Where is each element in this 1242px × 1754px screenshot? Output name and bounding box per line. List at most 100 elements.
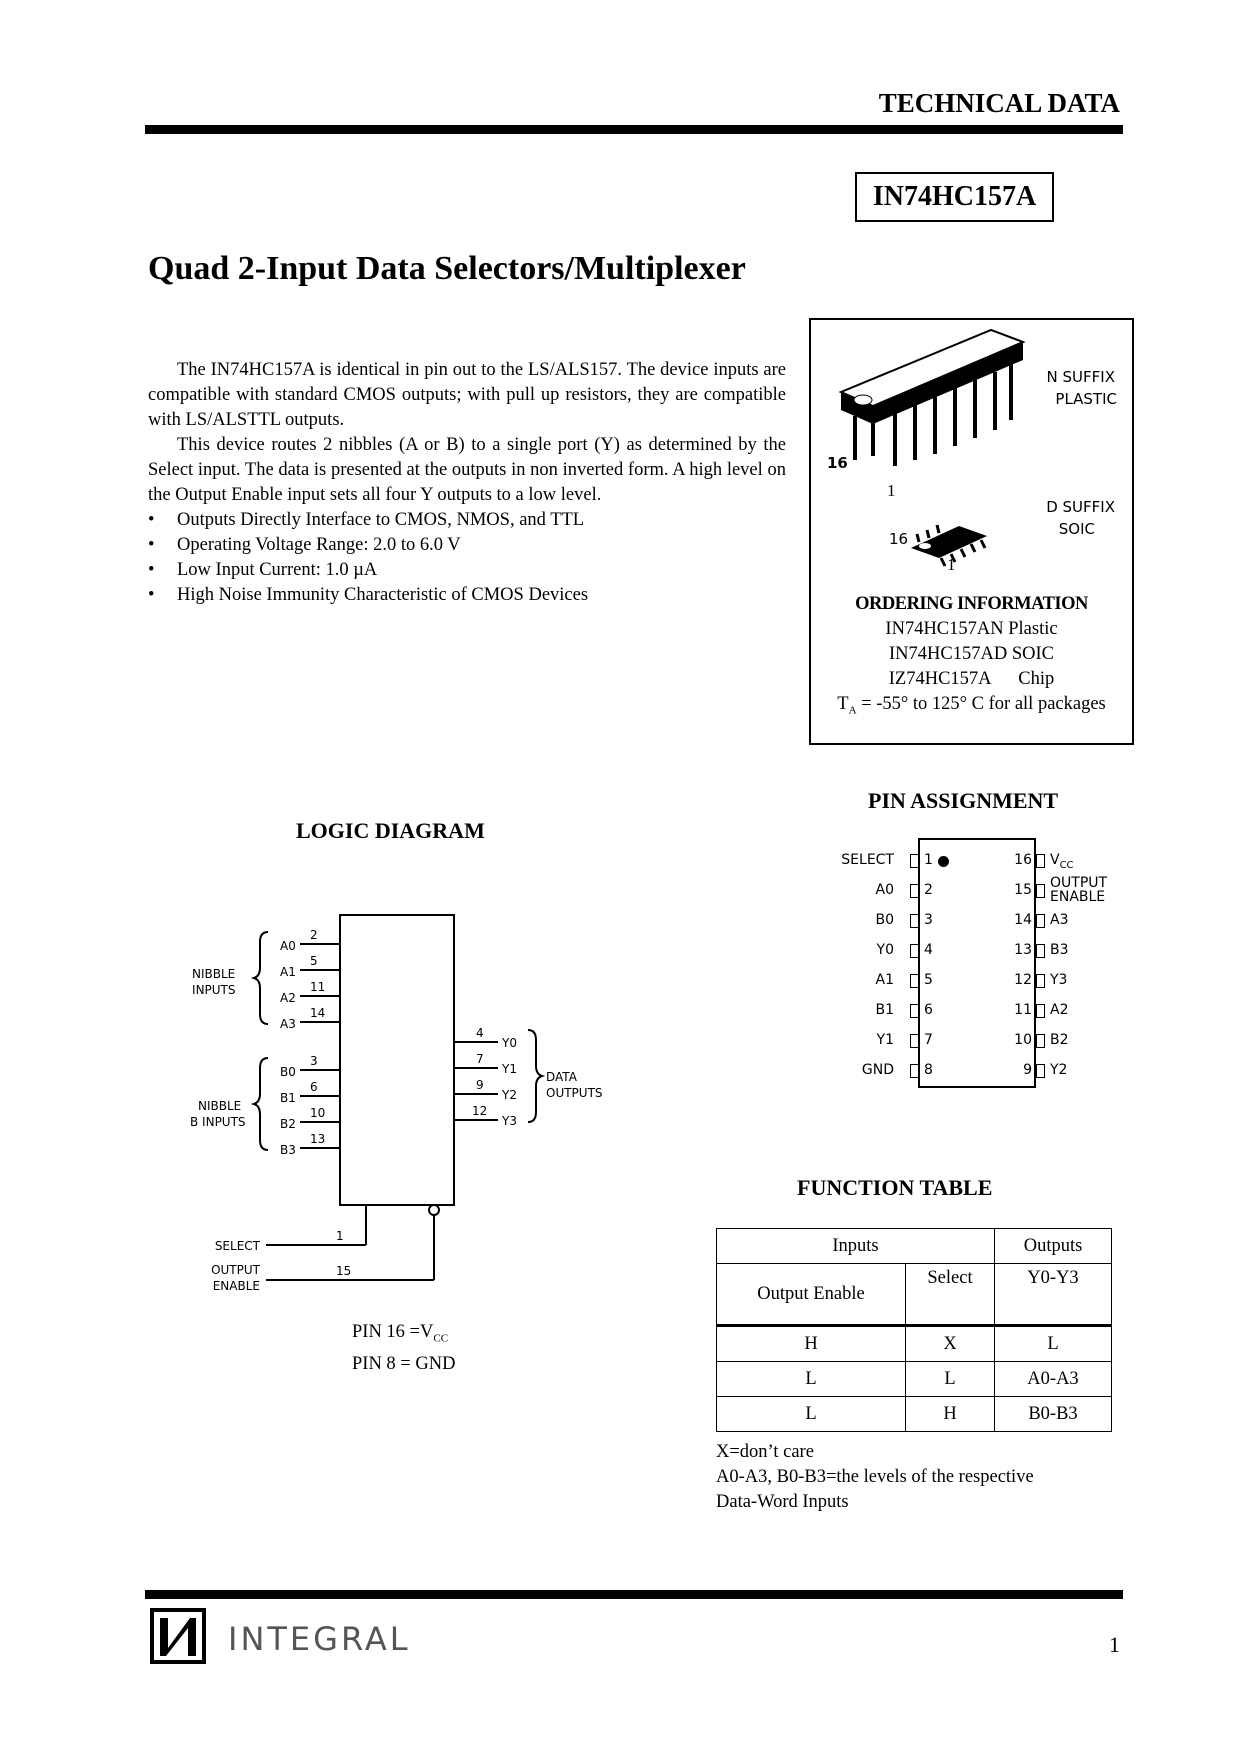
nibble-b-label: NIBBLE bbox=[198, 1099, 241, 1113]
input-b0-label: B0 bbox=[280, 1065, 296, 1079]
soic-pin16-label: 16 bbox=[889, 530, 908, 548]
feature-item: Low Input Current: 1.0 µA bbox=[148, 558, 786, 583]
dip-package-icon bbox=[838, 328, 1026, 466]
brand-name: INTEGRAL bbox=[228, 1620, 411, 1658]
logic-diagram: A0 A1 A2 A3 2 5 11 14 B0 B1 B2 B3 3 6 10… bbox=[190, 914, 603, 1293]
pin-name-left: Y1 bbox=[876, 1032, 894, 1048]
pin-icon bbox=[910, 1064, 919, 1078]
pin-number: 7 bbox=[924, 1032, 933, 1048]
pin1-dot-icon bbox=[938, 856, 949, 867]
pin-number: 4 bbox=[476, 1026, 484, 1040]
function-table: Inputs Outputs Output Enable Select Y0-Y… bbox=[716, 1228, 1112, 1432]
ordering-line: IN74HC157AN Plastic bbox=[885, 619, 1058, 639]
pin-number: 1 bbox=[924, 852, 933, 868]
ordering-heading: ORDERING INFORMATION bbox=[855, 594, 1088, 614]
pin-name-right: Y2 bbox=[1050, 1062, 1068, 1078]
input-b2-label: B2 bbox=[280, 1117, 296, 1131]
page-number: 1 bbox=[1109, 1632, 1120, 1657]
ordering-line: IN74HC157AD SOIC bbox=[889, 644, 1054, 664]
pin-icon bbox=[910, 914, 919, 928]
pin-name-right: VCC bbox=[1050, 852, 1074, 871]
feature-item: Outputs Directly Interface to CMOS, NMOS… bbox=[148, 508, 786, 533]
pin-name-right: B2 bbox=[1050, 1032, 1069, 1048]
table-cell: L bbox=[994, 1325, 1112, 1362]
pin-number: 10 bbox=[1014, 1032, 1032, 1048]
output-enable-column-header: Output Enable bbox=[716, 1263, 906, 1327]
pin-number: 11 bbox=[310, 980, 325, 994]
table-note: Data-Word Inputs bbox=[716, 1492, 849, 1512]
table-row: L L A0-A3 bbox=[716, 1361, 1112, 1397]
table-cell: L bbox=[716, 1396, 906, 1432]
select-column-header: Select bbox=[905, 1263, 995, 1327]
pin-icon bbox=[910, 1034, 919, 1048]
output-y0-label: Y0 bbox=[501, 1036, 517, 1050]
pin-icon bbox=[1036, 974, 1045, 988]
pin-number: 12 bbox=[1014, 972, 1032, 988]
pin-icon bbox=[910, 1004, 919, 1018]
ordering-temperature: TA = -55° to 125° C for all packages bbox=[809, 692, 1134, 724]
header-rule bbox=[145, 125, 1123, 134]
pin-number: 13 bbox=[1014, 942, 1032, 958]
temp-range: = -55° to 125° C for all packages bbox=[856, 694, 1106, 714]
vcc-pin-note: PIN 16 =VCC bbox=[352, 1322, 449, 1345]
pin-number: 3 bbox=[924, 912, 933, 928]
pin-name-left: Y0 bbox=[876, 942, 894, 958]
input-b3-label: B3 bbox=[280, 1143, 296, 1157]
n-suffix-label: N SUFFIX bbox=[1047, 368, 1115, 386]
pin-icon bbox=[1036, 884, 1045, 898]
pin-number: 13 bbox=[310, 1132, 325, 1146]
pin-icon bbox=[1036, 1004, 1045, 1018]
n-type-label: PLASTIC bbox=[1055, 390, 1117, 408]
ordering-information: ORDERING INFORMATION IN74HC157AN Plastic… bbox=[809, 592, 1134, 724]
table-note: A0-A3, B0-B3=the levels of the respectiv… bbox=[716, 1467, 1034, 1487]
outputs-header: Outputs bbox=[994, 1228, 1112, 1264]
inputs-header: Inputs bbox=[716, 1228, 995, 1264]
nibble-a-label: NIBBLE bbox=[192, 967, 235, 981]
temp-subscript: A bbox=[848, 704, 857, 717]
pin-name-right: B3 bbox=[1050, 942, 1069, 958]
pin-number: 12 bbox=[472, 1104, 487, 1118]
package-illustration: 16 1 N SUFFIX PLASTIC 16 1 D SUFFIX SOIC bbox=[827, 328, 1117, 574]
table-cell: L bbox=[905, 1361, 995, 1397]
feature-item: High Noise Immunity Characteristic of CM… bbox=[148, 583, 786, 608]
pin-name-left: B0 bbox=[875, 912, 894, 928]
input-b1-label: B1 bbox=[280, 1091, 296, 1105]
pin-number: 8 bbox=[924, 1062, 933, 1078]
function-table-heading: FUNCTION TABLE bbox=[797, 1175, 993, 1200]
input-a2-label: A2 bbox=[280, 991, 296, 1005]
pin-icon bbox=[1036, 914, 1045, 928]
pin-number: 16 bbox=[1014, 852, 1032, 868]
pin-number: 6 bbox=[310, 1080, 318, 1094]
pin-icon bbox=[910, 854, 919, 868]
pin-number: 1 bbox=[336, 1229, 344, 1243]
function-table-notes: X=don’t care A0-A3, B0-B3=the levels of … bbox=[716, 1440, 1034, 1515]
pin-number: 6 bbox=[924, 1002, 933, 1018]
pin-number: 2 bbox=[924, 882, 933, 898]
pin-name-left: A0 bbox=[875, 882, 894, 898]
ordering-line: IZ74HC157A Chip bbox=[888, 669, 1055, 689]
description-paragraph-2: This device routes 2 nibbles (A or B) to… bbox=[148, 435, 786, 505]
output-y2-label: Y2 bbox=[501, 1088, 517, 1102]
table-cell: X bbox=[905, 1325, 995, 1362]
gnd-pin-note: PIN 8 = GND bbox=[352, 1353, 456, 1374]
pin-number: 10 bbox=[310, 1106, 325, 1120]
pin-number: 5 bbox=[310, 954, 318, 968]
pin-icon bbox=[1036, 1034, 1045, 1048]
pin-number: 5 bbox=[924, 972, 933, 988]
d-suffix-label: D SUFFIX bbox=[1046, 498, 1115, 516]
pin-name-right: A3 bbox=[1050, 912, 1069, 928]
pin-name-right: Y3 bbox=[1050, 972, 1068, 988]
soic-pin1-label: 1 bbox=[947, 555, 956, 574]
features-list: Outputs Directly Interface to CMOS, NMOS… bbox=[148, 508, 786, 608]
pin-number: 11 bbox=[1014, 1002, 1032, 1018]
select-label: SELECT bbox=[215, 1239, 261, 1253]
table-cell: H bbox=[905, 1396, 995, 1432]
pin-icon bbox=[1036, 854, 1045, 868]
input-a3-label: A3 bbox=[280, 1017, 296, 1031]
description-paragraph-1: The IN74HC157A is identical in pin out t… bbox=[148, 360, 786, 430]
pin-number: 14 bbox=[1014, 912, 1032, 928]
header-title: TECHNICAL DATA bbox=[878, 88, 1120, 118]
pin-number: 4 bbox=[924, 942, 933, 958]
table-cell: B0-B3 bbox=[994, 1396, 1112, 1432]
